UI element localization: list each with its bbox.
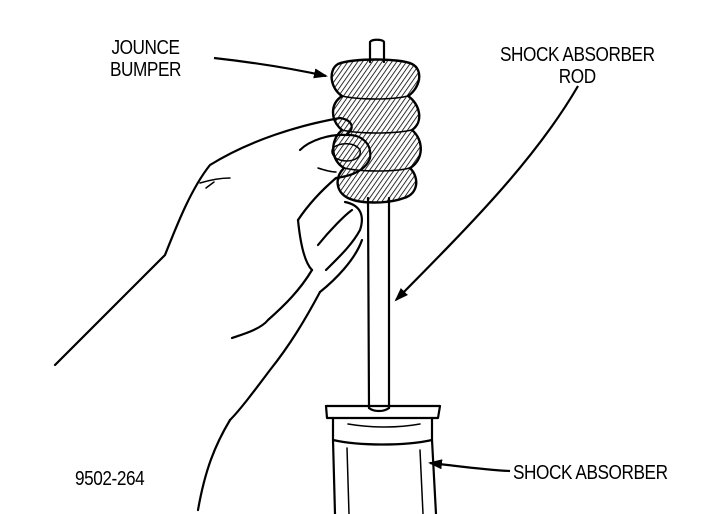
jounce-bumper-arrow — [213, 56, 328, 79]
shock-absorber-rod-label: SHOCK ABSORBER ROD — [500, 44, 655, 88]
shock-absorber-rod-label-line1: SHOCK ABSORBER — [500, 44, 655, 66]
shock-absorber-body — [324, 404, 442, 514]
jounce-bumper-label-line2: BUMPER — [110, 59, 182, 81]
shock-absorber-rod — [366, 196, 391, 413]
shock-absorber-label: SHOCK ABSORBER — [513, 462, 668, 484]
rod-stud — [368, 38, 386, 64]
shock-absorber-rod-label-line2: ROD — [558, 66, 596, 88]
jounce-bumper-label-line1: JOUNCE — [111, 37, 180, 59]
leader-lines — [213, 56, 579, 473]
figure-number: 9502-264 — [75, 468, 145, 490]
rod-arrow — [394, 85, 579, 302]
jounce-bumper — [330, 58, 422, 204]
hand — [53, 116, 372, 512]
shock-absorber-arrow — [428, 459, 511, 473]
jounce-bumper-label: JOUNCE BUMPER — [110, 37, 181, 81]
